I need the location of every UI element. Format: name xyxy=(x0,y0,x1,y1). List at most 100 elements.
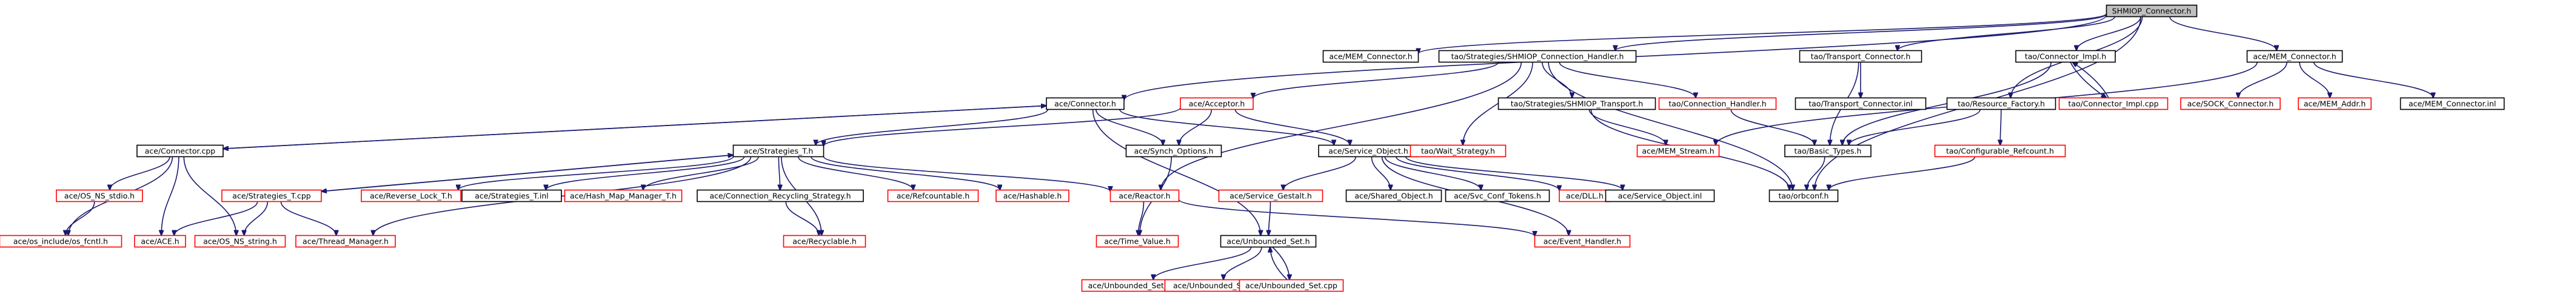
node-label: ace/os_include/os_fcntl.h xyxy=(13,237,108,246)
node-box xyxy=(732,144,825,158)
edge-ace-service-object-to-ace-dll xyxy=(1396,156,1559,191)
node-ace-connector-cpp[interactable]: ace/Connector.cpp xyxy=(136,144,224,158)
node-box xyxy=(134,235,186,248)
node-ace-os-include-fcntl[interactable]: ace/os_include/os_fcntl.h xyxy=(0,235,122,248)
node-box xyxy=(995,189,1069,202)
node-label: ace/Strategies_T.h xyxy=(744,147,814,156)
node-label: ace/Unbounded_Set.cpp xyxy=(1245,281,1337,290)
edge-ace-service-object-to-ace-service-object-inl xyxy=(1405,156,1623,190)
node-ace-svc-conf-tokens[interactable]: ace/Svc_Conf_Tokens.h xyxy=(1445,189,1550,202)
node-ace-reverse-lock[interactable]: ace/Reverse_Lock_T.h xyxy=(361,189,461,202)
node-ace-mem-addr[interactable]: ace/MEM_Addr.h xyxy=(2298,97,2372,110)
node-ace-dll[interactable]: ace/DLL.h xyxy=(1559,189,1611,202)
node-ace-strategies-t-h[interactable]: ace/Strategies_T.h xyxy=(732,144,825,158)
node-ace-strategies-t-inl[interactable]: ace/Strategies_T.inl xyxy=(461,189,562,202)
node-ace-os-ns-stdio[interactable]: ace/OS_NS_stdio.h xyxy=(56,189,143,202)
node-ace-unbounded-set[interactable]: ace/Unbounded_Set.h xyxy=(1220,235,1317,248)
node-tao-connector-impl-cpp[interactable]: tao/Connector_Impl.cpp xyxy=(2058,97,2169,110)
edge-ace-conn-recycling-to-ace-recyclable xyxy=(785,201,819,236)
node-ace-conn-recycling[interactable]: ace/Connection_Recycling_Strategy.h xyxy=(697,189,864,202)
node-box xyxy=(1795,97,1927,110)
node-ace-mem-stream[interactable]: ace/MEM_Stream.h xyxy=(1636,144,1720,158)
node-label: ace/Service_Gestalt.h xyxy=(1229,192,1312,201)
node-tao-shmiop-transport[interactable]: tao/Strategies/SHMIOP_Transport.h xyxy=(1497,97,1656,110)
edge-root-to-tao-connector-impl-h xyxy=(2076,16,2141,51)
node-box xyxy=(295,235,396,248)
node-ace-unbounded-set-cpp[interactable]: ace/Unbounded_Set.cpp xyxy=(1239,279,1344,292)
node-label: tao/Resource_Factory.h xyxy=(1958,99,2045,109)
edge-ace-unbounded-set-to-ace-unbounded-set-ex xyxy=(1153,247,1252,280)
edge-ace-os-ns-stdio-to-ace-os-include-fcntl xyxy=(65,201,95,236)
node-box xyxy=(783,235,866,248)
node-tao-transport-connector[interactable]: tao/Transport_Connector.h xyxy=(1799,50,1922,63)
node-ace-shared-object[interactable]: ace/Shared_Object.h xyxy=(1345,189,1442,202)
edge-ace-acceptor-h-to-ace-synch-options xyxy=(1179,109,1213,145)
node-label: ace/Hashable.h xyxy=(1003,192,1062,201)
node-label: tao/Configurable_Refcount.h xyxy=(1946,147,2054,156)
node-ace-service-object[interactable]: ace/Service_Object.h xyxy=(1318,144,1419,158)
node-box xyxy=(1768,189,1839,202)
node-box xyxy=(461,189,562,202)
node-ace-strategies-t-cpp[interactable]: ace/Strategies_T.cpp xyxy=(221,189,322,202)
node-ace-service-gestalt[interactable]: ace/Service_Gestalt.h xyxy=(1218,189,1323,202)
edge-tao-shmiop-conn-handler-to-ace-acceptor-h xyxy=(1253,62,1499,99)
node-ace-hash-map-manager[interactable]: ace/Hash_Map_Manager_T.h xyxy=(564,189,683,202)
edge-ace-acceptor-h-to-ace-strategies-t-h xyxy=(824,107,1181,145)
node-ace-mem-connector-inl[interactable]: ace/MEM_Connector.inl xyxy=(2400,97,2505,110)
node-ace-service-object-inl[interactable]: ace/Service_Object.inl xyxy=(1605,189,1715,202)
node-box xyxy=(1934,144,2066,158)
node-ace-refcountable[interactable]: ace/Refcountable.h xyxy=(887,189,979,202)
node-tao-wait-strategy[interactable]: tao/Wait_Strategy.h xyxy=(1410,144,1507,158)
node-box xyxy=(1322,50,1419,63)
node-label: tao/Strategies/SHMIOP_Connection_Handler… xyxy=(1451,52,1624,61)
node-box xyxy=(1799,50,1922,63)
node-ace-recyclable[interactable]: ace/Recyclable.h xyxy=(783,235,866,248)
node-tao-shmiop-conn-handler[interactable]: tao/Strategies/SHMIOP_Connection_Handler… xyxy=(1438,50,1637,63)
node-tao-transport-connector-inl[interactable]: tao/Transport_Connector.inl xyxy=(1795,97,1927,110)
edge-ace-reactor-to-ace-event-handler xyxy=(1178,199,1535,236)
node-tao-resource-factory[interactable]: tao/Resource_Factory.h xyxy=(1946,97,2056,110)
node-ace-synch-options[interactable]: ace/Synch_Options.h xyxy=(1125,144,1222,158)
node-tao-connector-impl-h[interactable]: tao/Connector_Impl.h xyxy=(2015,50,2116,63)
node-label: ace/OS_NS_stdio.h xyxy=(64,192,135,201)
node-ace-hashable[interactable]: ace/Hashable.h xyxy=(995,189,1069,202)
node-mem-connector-h[interactable]: ace/MEM_Connector.h xyxy=(1322,50,1419,63)
node-box xyxy=(2058,97,2169,110)
node-ace-mem-connector-h[interactable]: ace/MEM_Connector.h xyxy=(2246,50,2343,63)
node-ace-thread-manager[interactable]: ace/Thread_Manager.h xyxy=(295,235,396,248)
node-tao-configurable-refcount[interactable]: tao/Configurable_Refcount.h xyxy=(1934,144,2066,158)
node-ace-acceptor-h[interactable]: ace/Acceptor.h xyxy=(1180,97,1254,110)
node-box xyxy=(1445,189,1550,202)
node-tao-basic-types[interactable]: tao/Basic_Types.h xyxy=(1784,144,1872,158)
node-label: ace/Recyclable.h xyxy=(792,237,857,246)
node-box xyxy=(2106,4,2198,18)
node-box xyxy=(1946,97,2056,110)
node-box xyxy=(1046,97,1125,110)
edge-ace-unbounded-set-to-ace-unbounded-set-inl xyxy=(1223,247,1262,280)
node-label: tao/Basic_Types.h xyxy=(1795,147,1862,156)
node-tao-connection-handler[interactable]: tao/Connection_Handler.h xyxy=(1658,97,1777,110)
node-label: ace/Event_Handler.h xyxy=(1544,237,1621,246)
node-label: SHMIOP_Connector.h xyxy=(2112,7,2192,16)
node-ace-time-value[interactable]: ace/Time_Value.h xyxy=(1096,235,1179,248)
node-root[interactable]: SHMIOP_Connector.h xyxy=(2106,4,2198,18)
node-ace-reactor[interactable]: ace/Reactor.h xyxy=(1109,189,1180,202)
node-label: ace/Unbounded_Set.inl xyxy=(1173,281,1260,290)
node-box xyxy=(564,189,683,202)
node-box xyxy=(2298,97,2372,110)
edge-ace-unbounded-set-to-ace-unbounded-set-cpp xyxy=(1272,246,1290,280)
node-ace-ace-h[interactable]: ace/ACE.h xyxy=(134,235,186,248)
node-ace-unbounded-set-ex[interactable]: ace/Unbounded_Set_Ex.h xyxy=(1081,279,1191,292)
edge-ace-strategies-t-h-to-ace-hashable xyxy=(810,156,1000,190)
node-box xyxy=(2180,97,2281,110)
node-ace-connector-h[interactable]: ace/Connector.h xyxy=(1046,97,1125,110)
node-ace-sock-connector[interactable]: ace/SOCK_Connector.h xyxy=(2180,97,2281,110)
node-label: ace/MEM_Connector.h xyxy=(2253,52,2336,61)
node-box xyxy=(1438,50,1637,63)
node-label: tao/orbconf.h xyxy=(1779,192,1829,201)
node-ace-event-handler[interactable]: ace/Event_Handler.h xyxy=(1534,235,1631,248)
node-ace-os-ns-string[interactable]: ace/OS_NS_string.h xyxy=(194,235,286,248)
node-tao-orbconf[interactable]: tao/orbconf.h xyxy=(1768,189,1839,202)
